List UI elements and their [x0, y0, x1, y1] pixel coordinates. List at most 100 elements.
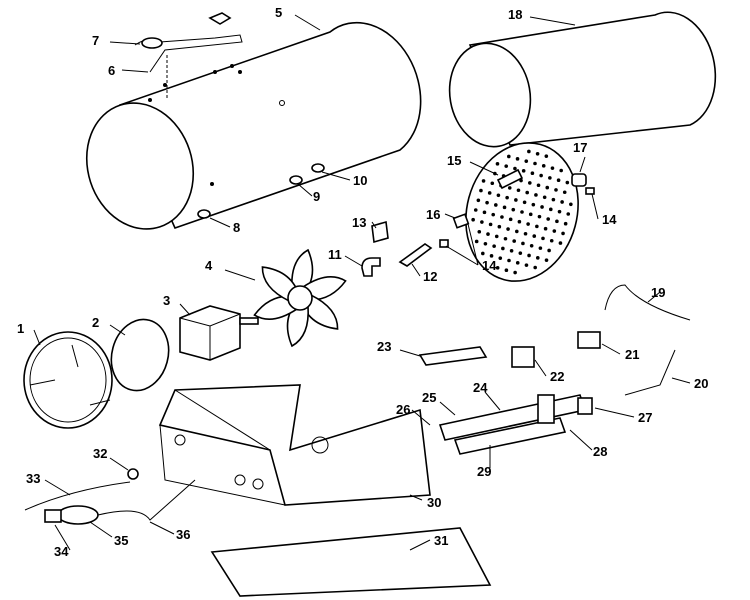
disc-hole	[504, 164, 509, 168]
disc-hole	[473, 208, 478, 212]
callout-3: 3	[163, 293, 170, 308]
disc-hole	[528, 181, 532, 185]
disc-hole	[492, 244, 496, 248]
disc-hole	[559, 168, 563, 173]
disc-hole	[548, 176, 552, 180]
part-22-relay	[511, 346, 535, 368]
disc-hole	[525, 190, 529, 195]
disc-hole	[545, 185, 550, 190]
disc-hole	[527, 253, 531, 258]
callout-14b: 14	[482, 258, 497, 273]
grommets	[197, 163, 325, 219]
callout-7: 7	[92, 33, 99, 48]
disc-hole	[517, 219, 522, 224]
disc-hole	[544, 258, 549, 262]
disc-hole	[486, 232, 490, 236]
disc-hole	[544, 154, 549, 158]
callout-25: 25	[422, 390, 436, 405]
disc-hole	[497, 224, 502, 229]
callout-30: 30	[427, 495, 441, 510]
disc-hole	[514, 198, 518, 202]
disc-hole	[534, 193, 538, 197]
disc-hole	[506, 227, 510, 231]
disc-hole	[512, 239, 516, 243]
callout-27: 27	[638, 410, 652, 425]
part-4-fan-blade	[253, 248, 347, 348]
callout-labels: 1 2 3 4 5 6 7 8 9 10 11 12 13 14 14 15 1…	[17, 5, 708, 559]
disc-hole	[533, 161, 537, 166]
disc-hole	[490, 181, 495, 186]
callout-17: 17	[573, 140, 587, 155]
disc-hole	[539, 173, 543, 178]
disc-hole	[516, 188, 521, 193]
part-11-13-12	[361, 220, 433, 277]
callout-23: 23	[377, 339, 391, 354]
part-24-29-manifold	[438, 394, 593, 455]
disc-hole	[535, 152, 540, 156]
disc-hole	[552, 229, 557, 233]
callout-29: 29	[477, 464, 491, 479]
disc-hole	[524, 263, 529, 267]
callout-2: 2	[92, 315, 99, 330]
small-fittings	[439, 173, 595, 248]
callout-22: 22	[550, 369, 564, 384]
disc-hole	[476, 198, 481, 203]
disc-hole	[495, 266, 500, 270]
disc-hole	[546, 217, 550, 221]
disc-hole	[528, 212, 533, 217]
callout-26: 26	[396, 402, 410, 417]
disc-hole	[504, 268, 509, 273]
disc-hole	[501, 246, 505, 251]
disc-hole	[481, 251, 485, 256]
disc-hole	[549, 238, 554, 243]
disc-hole	[507, 154, 511, 159]
disc-hole	[480, 220, 484, 224]
disc-hole	[488, 222, 493, 227]
disc-hole	[505, 195, 509, 200]
disc-hole	[508, 217, 513, 222]
callout-33: 33	[26, 471, 40, 486]
disc-hole	[540, 205, 544, 209]
disc-hole	[537, 214, 542, 219]
disc-hole	[530, 171, 535, 175]
callout-16: 16	[426, 207, 440, 222]
disc-hole	[560, 200, 564, 204]
disc-hole	[558, 241, 563, 245]
disc-hole	[551, 197, 556, 202]
callout-10: 10	[353, 173, 367, 188]
disc-hole	[518, 251, 523, 255]
callout-11: 11	[328, 247, 342, 262]
part-23-terminal-block	[418, 346, 488, 366]
disc-hole	[509, 249, 514, 253]
disc-hole	[543, 226, 548, 231]
disc-hole	[526, 222, 530, 226]
disc-hole	[521, 241, 525, 246]
callout-15: 15	[447, 153, 461, 168]
part-2-mount-plate	[110, 318, 170, 392]
callout-20: 20	[694, 376, 708, 391]
disc-hole	[507, 186, 512, 190]
callout-32: 32	[93, 446, 107, 461]
part-20-igniter	[624, 349, 676, 396]
disc-hole	[561, 231, 565, 236]
disc-hole	[498, 256, 503, 260]
disc-hole	[541, 236, 545, 241]
part-5-outer-shell	[85, 21, 422, 230]
disc-hole	[491, 212, 496, 217]
callout-1: 1	[17, 321, 24, 336]
disc-hole	[500, 215, 504, 219]
disc-hole	[524, 159, 529, 163]
callout-9: 9	[313, 189, 320, 204]
callout-34: 34	[54, 544, 69, 559]
disc-hole	[532, 234, 537, 238]
disc-hole	[557, 209, 562, 214]
disc-hole	[542, 195, 547, 200]
disc-hole	[503, 236, 508, 241]
part-6-7-bracket	[134, 12, 243, 100]
disc-hole	[556, 178, 561, 183]
disc-hole	[555, 219, 559, 224]
disc-hole	[502, 205, 507, 210]
disc-hole	[477, 229, 482, 234]
disc-hole	[548, 207, 553, 212]
